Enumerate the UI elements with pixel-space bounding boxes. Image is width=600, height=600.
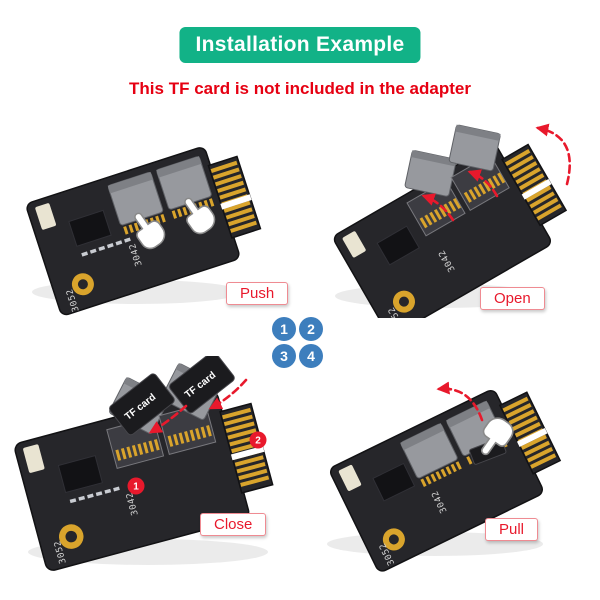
title-banner: Installation Example — [179, 27, 421, 63]
banner-title: Installation Example — [195, 33, 405, 56]
microsd-socket — [400, 423, 462, 487]
insert-direction-arrow — [208, 378, 248, 410]
tf-card: TF card — [109, 373, 175, 436]
microsd-socket-open — [448, 124, 510, 211]
pull-hand-icon — [480, 417, 514, 456]
step-number-3: 3 — [272, 344, 296, 368]
step-number-2: 2 — [299, 317, 323, 341]
action-label-text: Open — [494, 290, 531, 307]
step-1-scene-push: 3042 3052 — [26, 147, 262, 316]
step-number-1: 1 — [272, 317, 296, 341]
step-2-action-label: Open — [480, 287, 545, 310]
step-3-action-label: Close — [200, 513, 267, 536]
controller-chip — [57, 455, 103, 494]
key-notch — [521, 178, 552, 200]
mounting-hole — [382, 528, 405, 551]
controller-chip — [68, 209, 112, 247]
led-component — [338, 464, 362, 491]
solder-pads — [69, 486, 120, 504]
step-2-scene-open: 3042 3052 — [333, 123, 571, 318]
step-4-action-label: Pull — [485, 518, 539, 541]
action-label-text: Close — [214, 516, 253, 533]
insert-step-badge: 1 — [127, 477, 145, 495]
action-label-text: Push — [240, 285, 275, 302]
microsd-socket — [107, 171, 166, 235]
key-notch — [220, 194, 252, 210]
insert-step-badge: 2 — [249, 431, 267, 449]
controller-chip — [372, 462, 416, 502]
svg-text:2: 2 — [255, 436, 261, 447]
microsd-socket-open — [404, 150, 466, 237]
flip-rotation-arrow — [535, 123, 571, 186]
pull-direction-arrow — [436, 381, 484, 422]
push-hand-icon — [184, 197, 216, 235]
open-direction-arrow — [467, 169, 499, 198]
controller-chip — [376, 225, 420, 266]
led-component — [23, 444, 45, 473]
mounting-hole — [71, 273, 94, 296]
action-label-text: Pull — [499, 521, 525, 538]
adapter-board: 3042 3052 — [26, 147, 262, 316]
key-notch — [230, 445, 265, 461]
disclaimer-text: This TF card is not included in the adap… — [129, 79, 471, 98]
tf-card: TF card — [169, 356, 235, 414]
key-notch — [516, 427, 548, 447]
led-component — [35, 203, 56, 230]
microsd-socket — [156, 156, 215, 219]
svg-text:1: 1 — [133, 482, 139, 493]
led-component — [342, 231, 366, 258]
push-hand-icon — [134, 212, 166, 250]
solder-pads — [81, 237, 131, 257]
mounting-hole — [58, 524, 84, 549]
step-3-scene-close: 3042 3052 TF card — [14, 356, 274, 571]
step-4-scene-pull: 3042 3052 — [327, 381, 562, 572]
open-direction-arrow — [421, 193, 455, 222]
insert-direction-arrow — [148, 404, 188, 434]
mounting-hole — [392, 290, 415, 313]
step-number-grid: 1 2 3 4 — [272, 317, 323, 368]
step-1-action-label: Push — [226, 282, 289, 305]
step-number-4: 4 — [299, 344, 323, 368]
